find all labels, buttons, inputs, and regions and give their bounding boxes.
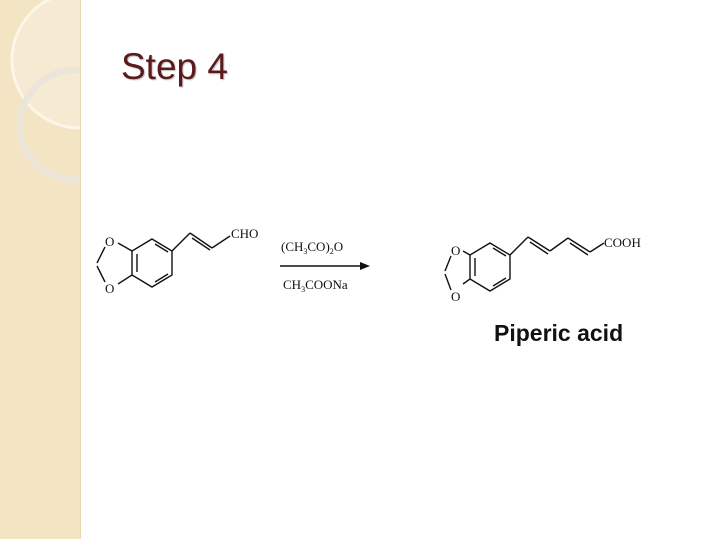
oxygen-atom: O (105, 234, 114, 249)
product-carboxyl-group: COOH (604, 235, 641, 250)
reaction-arrow (280, 262, 370, 270)
reagent-acetic-anhydride: (CH3CO)2O (281, 239, 343, 256)
product-name: Piperic acid (494, 320, 624, 346)
oxygen-atom: O (451, 243, 460, 258)
oxygen-atom: O (451, 289, 460, 304)
decorative-sidebar (0, 0, 81, 539)
reactant-structure (96, 232, 231, 288)
decorative-circles (10, 0, 80, 184)
reactant-aldehyde-group: CHO (231, 226, 258, 241)
slide-title: Step 4 (121, 46, 228, 87)
reagent-sodium-acetate: CH3COONa (283, 277, 348, 294)
oxygen-atom: O (105, 281, 114, 296)
product-structure (444, 236, 605, 292)
